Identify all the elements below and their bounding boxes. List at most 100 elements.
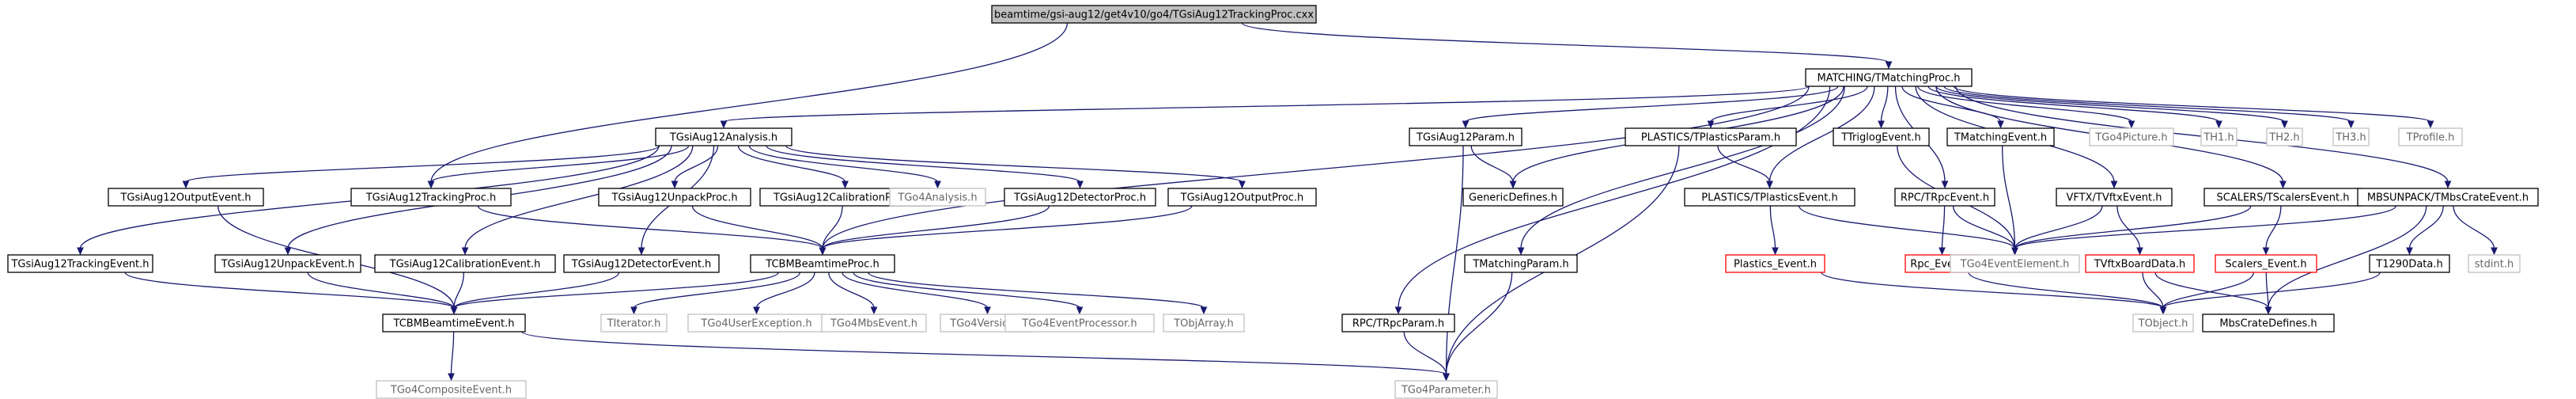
arrowhead-tcbmProc-to-titerator [630,306,637,315]
node-label-matchParam: TMatchingParam.h [1472,259,1568,271]
node-tprofile[interactable]: TProfile.h [2398,127,2463,146]
node-calibEvt[interactable]: TGsiAug12CalibrationEvent.h [374,254,556,273]
node-box-objArray [1163,314,1245,332]
arrowhead-analysis-to-calibEvt [461,247,469,256]
edge-detEvt-to-tcbmEvt [453,272,620,309]
node-label-th3: TH3.h [2335,132,2366,144]
node-mbsCrateDef[interactable]: MbsCrateDefines.h [2202,314,2335,332]
node-vftxEvt[interactable]: VFTX/TVftxEvent.h [2056,188,2173,207]
node-scalersE[interactable]: Scalers_Event.h [2215,254,2317,273]
node-param[interactable]: TGsiAug12Param.h [1409,127,1523,146]
node-go4EvtElem[interactable]: TGo4EventElement.h [1950,254,2080,273]
node-outEvt[interactable]: TGsiAug12OutputEvent.h [108,188,264,207]
edge-matching-to-rpcParam [1398,86,1831,309]
arrowhead-scalersE-to-mbsCrateDef [2264,306,2272,315]
node-label-detEvt: TGsiAug12DetectorEvent.h [571,259,712,271]
edge-matching-to-matchEvt [1901,86,2002,123]
edge-scalersE-to-tobject [2162,272,2255,309]
node-label-t1290: T1290Data.h [2375,259,2442,271]
node-th1[interactable]: TH1.h [2200,127,2237,146]
node-box-root [991,5,1317,24]
node-rpcEvt[interactable]: RPC/TRpcEvent.h [1894,188,1995,207]
node-plasticsEvt[interactable]: PLASTICS/TPlasticsEvent.h [1684,188,1855,207]
node-tcbmProc[interactable]: TCBMBeamtimeProc.h [750,254,895,273]
node-go4Analysis[interactable]: TGo4Analysis.h [889,188,986,207]
node-objArray[interactable]: TObjArray.h [1163,314,1245,332]
edge-analysis-to-outProc [785,145,1243,183]
node-box-vftxEvt [2056,188,2173,207]
node-label-unpackProc: TGsiAug12UnpackProc.h [611,192,737,204]
node-root[interactable]: beamtime/gsi-aug12/get4v10/go4/TGsiAug12… [991,5,1317,24]
node-scalersEvt[interactable]: SCALERS/TScalersEvent.h [2203,188,2362,207]
node-stdint[interactable]: stdint.h [2468,254,2521,273]
edge-vftxBoard-to-mbsCrateDef [2154,272,2269,309]
node-matchParam[interactable]: TMatchingParam.h [1464,254,1578,273]
node-trackProc[interactable]: TGsiAug12TrackingProc.h [350,188,512,207]
node-calibProc[interactable]: TGsiAug12CalibrationProc.h [759,188,931,207]
node-box-matchEvt [1946,127,2055,146]
node-generic[interactable]: GenericDefines.h [1462,188,1564,207]
edge-tcbmProc-to-objArray [868,272,1205,309]
node-trackEvt[interactable]: TGsiAug12TrackingEvent.h [7,254,153,273]
arrowhead-tcbmEvt-to-composite [448,373,455,382]
node-label-outProc: TGsiAug12OutputProc.h [1180,192,1304,204]
edge-root-to-matching [1241,22,1889,63]
node-outProc[interactable]: TGsiAug12OutputProc.h [1167,188,1317,207]
edge-matching-to-th1 [1927,86,2220,123]
edge-plasticsE-to-tobject [1821,272,2164,309]
node-plasticsE[interactable]: Plastics_Event.h [1725,254,1825,273]
node-box-tcbmProc [750,254,895,273]
node-titerator[interactable]: TIterator.h [600,314,668,332]
node-detProc[interactable]: TGsiAug12DetectorProc.h [1004,188,1156,207]
node-label-scalersEvt: SCALERS/TScalersEvent.h [2217,192,2350,204]
edge-analysis-to-unpackProc [674,145,719,183]
arrowhead-param-to-generic [1509,180,1517,189]
node-box-trackEvt [7,254,153,273]
node-trigglog[interactable]: TTriglogEvent.h [1833,127,1930,146]
arrowhead-analysis-to-unpackProc [671,180,679,189]
node-unpackProc[interactable]: TGsiAug12UnpackProc.h [598,188,751,207]
node-t1290[interactable]: T1290Data.h [2369,254,2450,273]
node-picture[interactable]: TGo4Picture.h [2089,127,2174,146]
edge-plasticsParam-to-plasticsEvt [1717,145,1771,183]
node-rpcParam[interactable]: RPC/TRpcParam.h [1341,314,1455,332]
edge-matching-to-param [1465,86,1839,123]
node-box-th3 [2332,127,2370,146]
node-plasticsParam[interactable]: PLASTICS/TPlasticsParam.h [1625,127,1797,146]
edge-outProc-to-tcbmProc [822,205,1193,249]
node-matchEvt[interactable]: TMatchingEvent.h [1946,127,2055,146]
node-tobject[interactable]: TObject.h [2132,314,2194,332]
node-composite[interactable]: TGo4CompositeEvent.h [376,380,527,399]
node-box-plasticsParam [1625,127,1797,146]
arrowhead-matching-to-th3 [2347,120,2355,129]
arrowhead-t1290-to-tobject [2159,306,2167,315]
edge-tcbmProc-to-evtProc [853,272,1080,309]
node-mbsEvent[interactable]: TGo4MbsEvent.h [821,314,927,332]
node-box-t1290 [2369,254,2450,273]
edge-rpcEvt-to-go4EvtElem [1952,205,2016,249]
node-userExc[interactable]: TGo4UserException.h [687,314,826,332]
node-th2[interactable]: TH2.h [2266,127,2303,146]
node-go4Param[interactable]: TGo4Parameter.h [1394,380,1498,399]
node-evtProc[interactable]: TGo4EventProcessor.h [1004,314,1155,332]
arrowhead-vftxEvt-to-vftxBoard [2136,247,2143,256]
node-unpackEvt[interactable]: TGsiAug12UnpackEvent.h [214,254,361,273]
node-detEvt[interactable]: TGsiAug12DetectorEvent.h [563,254,720,273]
node-analysis[interactable]: TGsiAug12Analysis.h [655,127,792,146]
arrowhead-rpcEvt-to-rpcE [1939,247,1946,256]
node-tcbmEvt[interactable]: TCBMBeamtimeEvent.h [382,314,526,332]
node-box-tcbmEvt [382,314,526,332]
node-box-mbsCrate [2357,188,2539,207]
node-box-analysis [655,127,792,146]
arrowhead-tcbmProc-to-version [984,306,991,315]
node-matching[interactable]: MATCHING/TMatchingProc.h [1805,68,1973,87]
node-box-rpcEvt [1894,188,1995,207]
node-vftxBoard[interactable]: TVftxBoardData.h [2085,254,2195,273]
edge-tcbmEvt-to-composite [450,331,455,375]
node-mbsCrate[interactable]: MBSUNPACK/TMbsCrateEvent.h [2357,188,2539,207]
edge-calibEvt-to-tcbmEvt [453,272,464,309]
arrowhead-matching-to-tprofile [2427,120,2434,129]
node-th3[interactable]: TH3.h [2332,127,2370,146]
node-box-rpcParam [1341,314,1455,332]
node-box-th1 [2200,127,2237,146]
